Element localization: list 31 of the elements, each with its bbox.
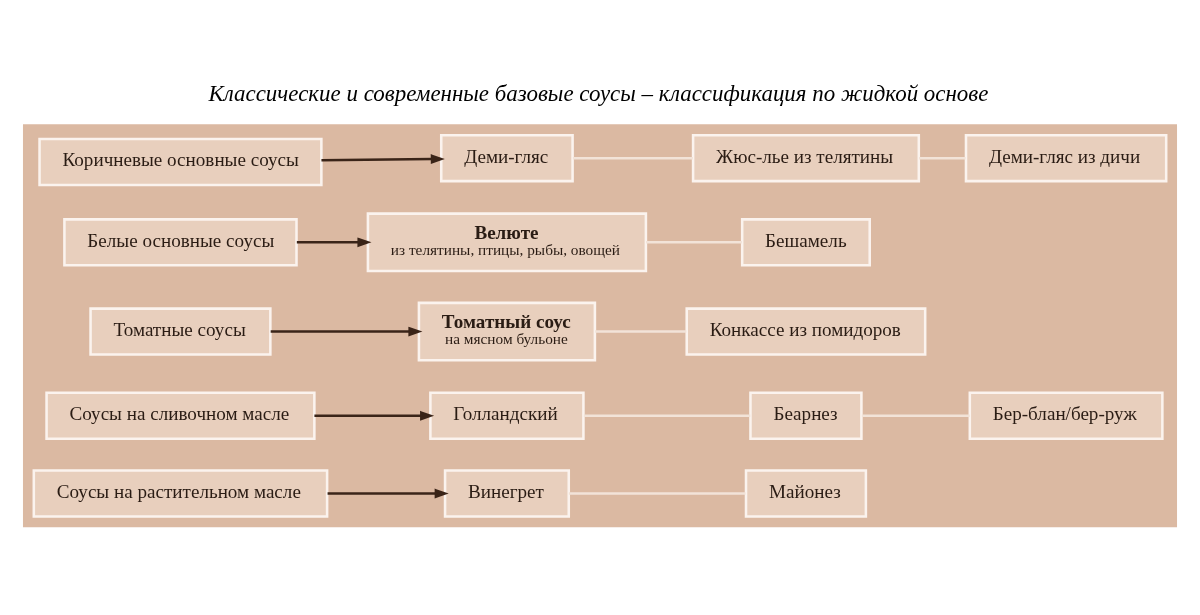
- node-box: Майонез: [744, 468, 868, 518]
- connector: [568, 491, 746, 495]
- connector: [572, 156, 693, 159]
- cluster: [22, 123, 1178, 527]
- node-box: Конкассе из помидоров: [685, 306, 927, 356]
- node-box: Винегрет: [443, 468, 571, 518]
- arrow: [321, 153, 445, 164]
- node-box: Жюс-лье из телятины: [691, 133, 921, 182]
- node-box: Голландский: [429, 391, 585, 440]
- node-box: Соусы на растительном масле: [32, 468, 329, 518]
- arrow: [314, 410, 435, 421]
- node-box: Бешамель: [740, 217, 871, 267]
- node-box: Коричневые основные соусы: [38, 137, 323, 186]
- node-box: Деми-гляс: [439, 133, 574, 182]
- node-box: Бер-блан/бер-руж: [968, 391, 1164, 440]
- node-box: Белые основные соусы: [63, 217, 298, 267]
- connector: [861, 413, 970, 417]
- node-box: Велюте из телятины, птицы, рыбы, овощей: [366, 211, 648, 272]
- connector: [595, 329, 687, 333]
- arrow: [296, 236, 372, 247]
- arrow: [327, 488, 449, 498]
- connector: [646, 240, 742, 244]
- node-box: Беарнез: [749, 391, 863, 440]
- connector: [583, 413, 751, 417]
- diagram-title: Классические и современные базовые соусы – классификация по жидкой основе: [208, 80, 989, 106]
- node-box: Деми-гляс из дичи: [964, 133, 1168, 182]
- node-box: Томатные соусы: [89, 306, 272, 356]
- node-box: Томатный соус на мясном бульоне: [417, 301, 597, 362]
- connector: [919, 156, 966, 159]
- node-box: Соусы на сливочном масле: [45, 391, 316, 440]
- arrow: [270, 326, 423, 336]
